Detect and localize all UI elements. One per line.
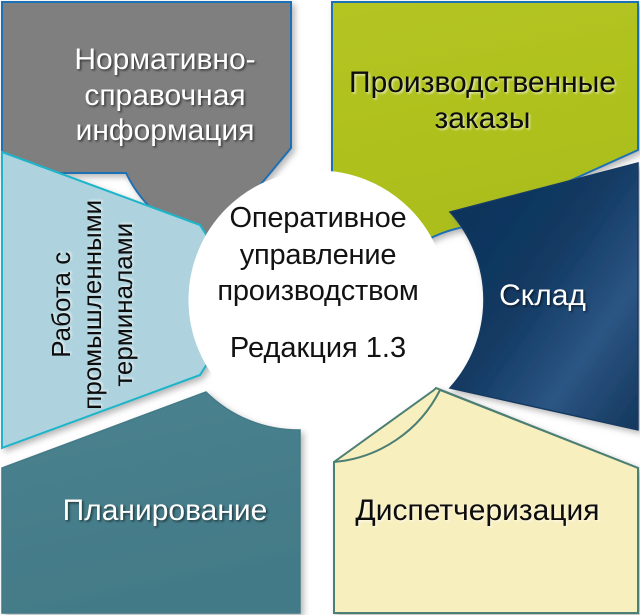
center-circle[interactable] bbox=[188, 170, 448, 430]
segment-shape-planning[interactable] bbox=[1, 391, 301, 614]
segment-shape-dispatch-arc bbox=[333, 388, 639, 614]
segment-shape-warehouse[interactable] bbox=[448, 162, 639, 431]
